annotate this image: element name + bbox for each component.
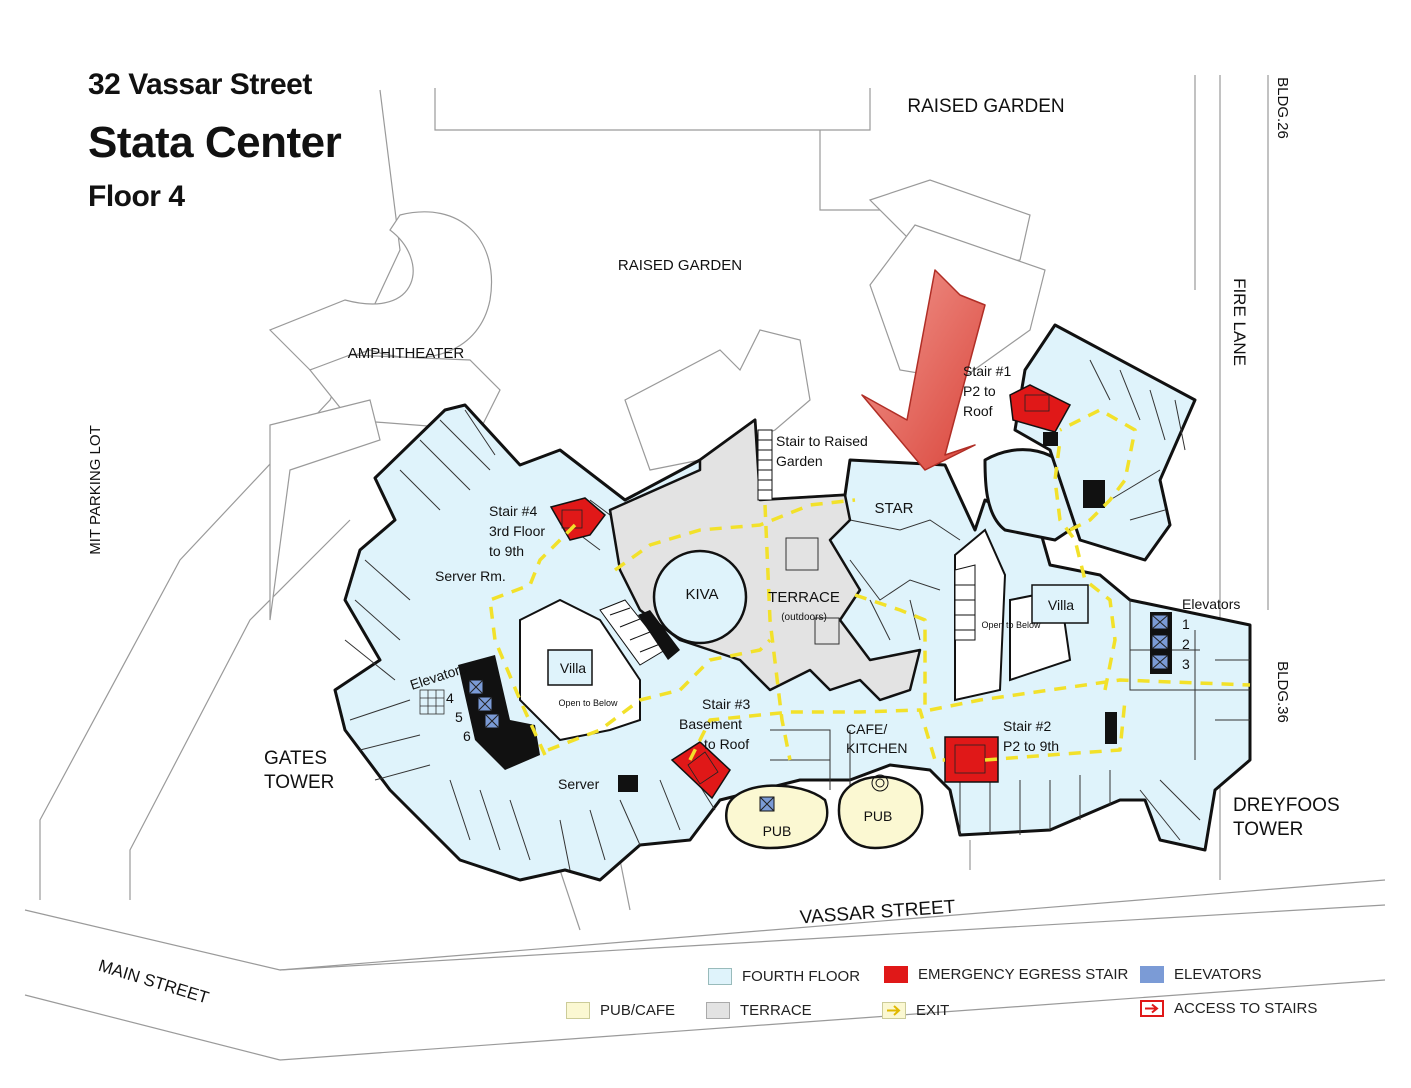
legend-elevators-label: ELEVATORS — [1174, 966, 1262, 983]
gates-tower-label-2: TOWER — [264, 772, 334, 793]
fourth-floor-swatch-icon — [708, 968, 732, 985]
stair-3-label-2: Basement — [679, 716, 742, 732]
exit-arrow-icon — [882, 1002, 906, 1019]
stair-2-label-2: P2 to 9th — [1003, 738, 1059, 754]
stair-3-label-1: Stair #3 — [702, 696, 750, 712]
pub-left-label: PUB — [763, 823, 792, 839]
pub-area — [725, 775, 924, 850]
legend-terrace: TERRACE — [706, 1002, 812, 1019]
terrace-details — [785, 537, 840, 645]
stair-1-label-3: Roof — [963, 403, 993, 419]
cafe-label-2: KITCHEN — [846, 740, 907, 756]
elevator-4-label: 4 — [446, 690, 454, 706]
elevator-swatch-icon — [1140, 966, 1164, 983]
stair-raised-garden-label-1: Stair to Raised — [776, 433, 868, 449]
pub-spiral-icon — [871, 774, 889, 792]
villa-right-label: Villa — [1048, 597, 1074, 613]
terrace-planter — [814, 617, 840, 645]
cafe-label-1: CAFE/ — [846, 721, 887, 737]
elevator-crosses — [468, 614, 1169, 812]
elevator-1-label: 1 — [1182, 616, 1190, 632]
stair-4-label-3: to 9th — [489, 543, 524, 559]
terrace-swatch-icon — [706, 1002, 730, 1019]
stair-1-label-1: Stair #1 — [963, 363, 1011, 379]
vassar-street-label: VASSAR STREET — [799, 897, 956, 929]
stair-4-icon — [549, 497, 607, 541]
server-lower-label: Server — [558, 776, 600, 792]
star-label: STAR — [875, 500, 914, 517]
legend-access-stairs-label: ACCESS TO STAIRS — [1174, 1000, 1318, 1017]
terrace-label: TERRACE — [768, 589, 840, 606]
terrace-planter — [785, 537, 819, 571]
villa-left-label: Villa — [560, 660, 586, 676]
legend-fourth-floor-label: FOURTH FLOOR — [742, 968, 861, 985]
location-pointer-arrow — [861, 269, 986, 471]
elevator-5-label: 5 — [455, 709, 463, 725]
pub-right-label: PUB — [864, 808, 893, 824]
main-street-label: MAIN STREET — [96, 956, 211, 1008]
stair-3-label-3: to Roof — [704, 736, 749, 752]
legend-pub-cafe: PUB/CAFE — [566, 1002, 675, 1019]
address-title: 32 Vassar Street — [88, 68, 312, 101]
pub-cafe-swatch-icon — [566, 1002, 590, 1019]
kiva-room — [652, 549, 748, 645]
open-below-left-label: Open to Below — [558, 698, 618, 708]
mit-parking-lot-label: MIT PARKING LOT — [87, 425, 104, 554]
floor-title: Floor 4 — [88, 180, 185, 213]
elevator-6-label: 6 — [463, 728, 471, 744]
stair-raised-garden-label-2: Garden — [776, 453, 823, 469]
legend-exit-label: EXIT — [916, 1002, 950, 1019]
stair-3-icon — [670, 741, 731, 800]
elevator-2-label: 2 — [1182, 636, 1190, 652]
raised-garden-top-label: RAISED GARDEN — [907, 96, 1064, 117]
bldg36-label: BLDG.36 — [1274, 661, 1291, 723]
stair-4-label-2: 3rd Floor — [489, 523, 545, 539]
legend-emergency-stair: EMERGENCY EGRESS STAIR — [884, 966, 1128, 983]
building-title: Stata Center — [88, 118, 342, 167]
legend-exit: EXIT — [882, 1002, 949, 1019]
villa-right-room — [1031, 584, 1089, 624]
stairway-hatch — [599, 429, 976, 666]
access-stairs-icon — [1140, 1000, 1164, 1017]
elevator-3-label: 3 — [1182, 656, 1190, 672]
villa-left-room — [547, 649, 593, 686]
exit-paths — [488, 408, 1251, 762]
legend-elevators: ELEVATORS — [1140, 966, 1262, 983]
kiva-label: KIVA — [685, 586, 718, 603]
bldg26-label: BLDG.26 — [1274, 77, 1291, 139]
legend-fourth-floor: FOURTH FLOOR — [708, 968, 860, 985]
server-room-label: Server Rm. — [435, 568, 506, 584]
lobby-grid — [419, 689, 445, 715]
amphitheater-label: AMPHITHEATER — [348, 345, 465, 362]
legend-emergency-stair-label: EMERGENCY EGRESS STAIR — [918, 966, 1129, 983]
dreyfoos-tower-label-2: TOWER — [1233, 819, 1303, 840]
legend-pub-cafe-label: PUB/CAFE — [600, 1002, 676, 1019]
open-below-right-label: Open to Below — [981, 620, 1041, 630]
dreyfoos-tower-label-1: DREYFOOS — [1233, 795, 1340, 816]
stair-4-label-1: Stair #4 — [489, 503, 537, 519]
elevators-right-label: Elevators — [1182, 596, 1240, 612]
raised-garden-mid-label: RAISED GARDEN — [618, 257, 742, 274]
room-partitions — [344, 359, 1250, 871]
fire-lane-label: FIRE LANE — [1230, 278, 1249, 366]
stair-2-label-1: Stair #2 — [1003, 718, 1051, 734]
legend-access-stairs: ACCESS TO STAIRS — [1140, 1000, 1317, 1017]
terrace-note-label: (outdoors) — [781, 612, 827, 623]
emergency-stair-swatch-icon — [884, 966, 908, 983]
gates-tower-label-1: GATES — [264, 748, 327, 769]
street-outlines — [24, 75, 1386, 1061]
legend-terrace-label: TERRACE — [740, 1002, 812, 1019]
stair-1-label-2: P2 to — [963, 383, 996, 399]
